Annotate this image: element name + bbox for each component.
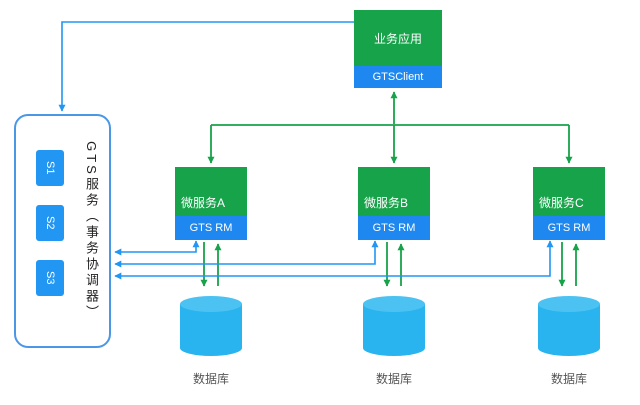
database-a-label: 数据库	[192, 372, 229, 386]
database-b-label: 数据库	[375, 372, 412, 386]
gts-client-strip: GTSClient	[354, 66, 442, 88]
step-s3-label: S3	[44, 271, 56, 285]
arrow-rm-to-coordinator	[114, 240, 554, 280]
microservice-a-rm-strip: GTS RM	[175, 216, 247, 240]
database-cylinder-shape	[538, 296, 600, 356]
microservice-b-node: 微服务B GTS RM	[358, 167, 430, 240]
gts-coordinator-box: GTS服务（事务协调器） S1 S2 S3	[14, 114, 111, 348]
database-c-label: 数据库	[550, 372, 587, 386]
microservice-c-rm-strip: GTS RM	[533, 216, 605, 240]
arrow-client-to-coordinator	[58, 21, 354, 112]
microservice-a-node: 微服务A GTS RM	[175, 167, 247, 240]
arrow-client-to-services	[207, 91, 573, 164]
step-s2: S2	[36, 205, 64, 241]
business-app-node: 业务应用 GTSClient	[354, 10, 442, 88]
business-app-label: 业务应用	[354, 10, 442, 66]
step-s3: S3	[36, 260, 64, 296]
database-b-cylinder	[363, 296, 425, 356]
database-cylinder-shape	[363, 296, 425, 356]
database-cylinder-shape	[180, 296, 242, 356]
database-a-cylinder	[180, 296, 242, 356]
database-c-cylinder	[538, 296, 600, 356]
step-s2-label: S2	[44, 216, 56, 230]
microservice-a-label: 微服务A	[175, 167, 247, 216]
arrow-services-to-databases	[200, 242, 580, 287]
step-s1-label: S1	[44, 161, 56, 175]
microservice-b-label: 微服务B	[358, 167, 430, 216]
gts-coordinator-label: GTS服务（事务协调器）	[84, 141, 99, 321]
step-s1: S1	[36, 150, 64, 186]
microservice-b-rm-strip: GTS RM	[358, 216, 430, 240]
microservice-c-node: 微服务C GTS RM	[533, 167, 605, 240]
microservice-c-label: 微服务C	[533, 167, 605, 216]
